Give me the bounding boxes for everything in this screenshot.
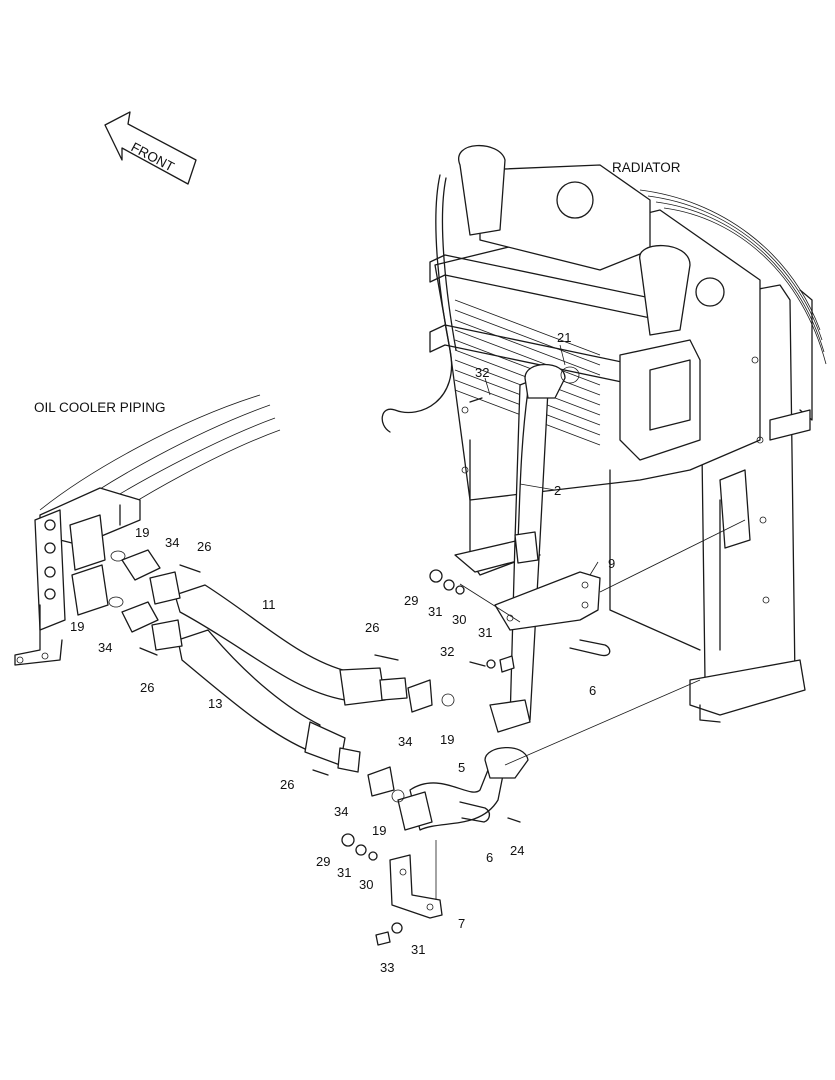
callout-13: 13 — [208, 696, 222, 711]
callout-24: 24 — [510, 843, 524, 858]
callouts: 21 32 2 9 29 31 30 31 32 6 19 34 26 19 3… — [70, 330, 615, 975]
callout-34b: 34 — [98, 640, 112, 655]
callout-34c: 34 — [398, 734, 412, 749]
callout-31d: 31 — [411, 942, 425, 957]
hose-2 — [489, 364, 566, 733]
callout-11: 11 — [262, 597, 276, 612]
callout-6b: 6 — [486, 850, 493, 865]
radiator-assembly — [381, 144, 827, 723]
pipe-5 — [397, 747, 529, 831]
hose-13 — [151, 619, 361, 773]
u-bolt-6-upper — [569, 639, 611, 657]
callout-6: 6 — [589, 683, 596, 698]
callout-33: 33 — [380, 960, 394, 975]
callout-34d: 34 — [334, 804, 348, 819]
callout-19b: 19 — [70, 619, 84, 634]
oil-cooler-piping — [14, 394, 281, 666]
callout-26b: 26 — [140, 680, 154, 695]
callout-34: 34 — [165, 535, 179, 550]
callout-32b: 32 — [440, 644, 454, 659]
callout-29: 29 — [404, 593, 418, 608]
oil-cooler-piping-title: OIL COOLER PIPING — [34, 400, 166, 415]
bracket-9 — [494, 571, 601, 631]
callout-19c: 19 — [440, 732, 454, 747]
callout-2: 2 — [554, 483, 561, 498]
hose-11 — [149, 571, 408, 706]
u-bolt-6-lower — [459, 801, 491, 823]
front-arrow: FRONT — [104, 111, 197, 185]
callout-26c: 26 — [365, 620, 379, 635]
callout-26d: 26 — [280, 777, 294, 792]
callout-5: 5 — [458, 760, 465, 775]
callout-32: 32 — [475, 365, 489, 380]
callout-19: 19 — [135, 525, 149, 540]
callout-31c: 31 — [337, 865, 351, 880]
bracket-7 — [389, 854, 443, 919]
callout-21: 21 — [557, 330, 571, 345]
callout-29b: 29 — [316, 854, 330, 869]
callout-30b: 30 — [359, 877, 373, 892]
callout-9: 9 — [608, 556, 615, 571]
callout-26: 26 — [197, 539, 211, 554]
callout-19d: 19 — [372, 823, 386, 838]
callout-31b: 31 — [478, 625, 492, 640]
callout-7: 7 — [458, 916, 465, 931]
hardware — [108, 366, 580, 946]
assembly-lines — [435, 344, 746, 900]
callout-31: 31 — [428, 604, 442, 619]
callout-30: 30 — [452, 612, 466, 627]
radiator-title: RADIATOR — [612, 160, 681, 175]
